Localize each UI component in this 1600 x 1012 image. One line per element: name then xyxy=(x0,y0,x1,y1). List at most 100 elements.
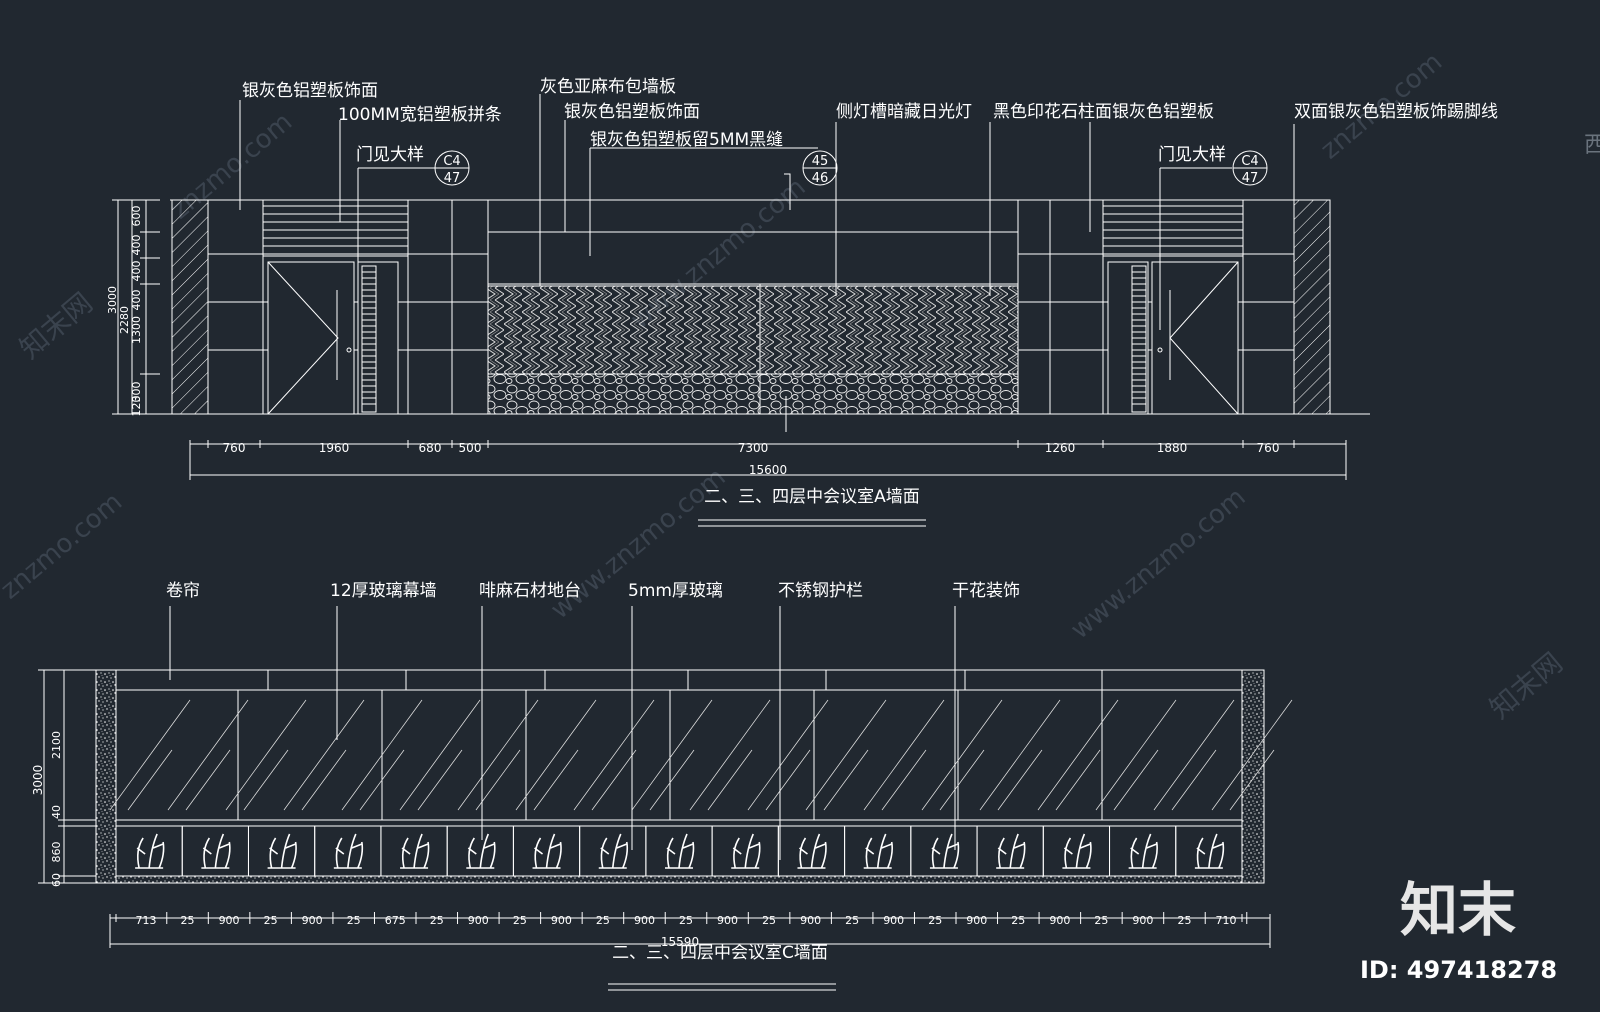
glass-reflection xyxy=(1113,749,1159,811)
label-steel-rail: 不锈钢护栏 xyxy=(778,581,863,601)
glass-reflection xyxy=(747,699,829,811)
wall-a-dim-label: 1960 xyxy=(319,441,350,455)
glass-reflection xyxy=(979,699,1061,811)
dried-flower xyxy=(929,833,960,869)
dried-flower xyxy=(201,833,231,869)
wall-c-dim-label: 25 xyxy=(264,914,278,927)
glass-reflection xyxy=(1055,749,1101,811)
glass-reflection xyxy=(765,749,811,811)
dried-flower xyxy=(333,833,364,869)
wall-c-dim-label: 675 xyxy=(385,914,406,927)
label-skirting: 双面银灰色铝塑板饰踢脚线 xyxy=(1294,102,1498,122)
wall-c-dim-label: 25 xyxy=(181,914,195,927)
glass-reflection xyxy=(649,749,695,811)
wall-c-dim-label: 25 xyxy=(430,914,444,927)
wall-c-dim-label: 713 xyxy=(136,914,157,927)
wall-a-dim-label: 500 xyxy=(459,441,482,455)
watermark-id: ID: 497418278 xyxy=(1360,956,1557,984)
dried-flower xyxy=(466,833,496,869)
wall-a-elevation xyxy=(112,94,1370,527)
wall-c-dim-label: 25 xyxy=(347,914,361,927)
wall-a-left-dim-label: 600 xyxy=(130,206,143,227)
glass-reflection xyxy=(1095,699,1177,811)
glass-reflection xyxy=(399,699,481,811)
wall-a-dim-label: 1880 xyxy=(1157,441,1188,455)
callout-door-right-top: C4 xyxy=(1241,154,1258,169)
watermark-partial: 西 xyxy=(1584,133,1600,158)
wall-c-left-dim-label: 60 xyxy=(50,873,63,887)
wall-a-title: 二、三、四层中会议室A墙面 xyxy=(704,487,920,507)
wall-a-left-dim-label: 120 xyxy=(130,396,143,417)
glass-reflection xyxy=(823,749,869,811)
watermark-site-3: www.znzmo.com xyxy=(1065,482,1251,645)
wall-c-dim-label: 710 xyxy=(1216,914,1237,927)
glass-reflection xyxy=(341,699,423,811)
dried-flower xyxy=(731,833,761,869)
glass-reflection xyxy=(921,699,1003,811)
label-silver-panel-face: 银灰色铝塑板饰面 xyxy=(242,81,378,101)
glass-reflection xyxy=(417,749,463,811)
dried-flower xyxy=(598,833,629,869)
glass-reflection xyxy=(1229,749,1275,811)
glass-reflection xyxy=(1211,699,1293,811)
wall-c-dim-label: 900 xyxy=(883,914,904,927)
label-door-detail-right: 门见大样 xyxy=(1158,145,1226,165)
dried-flower xyxy=(996,833,1026,869)
wall-a-dim-label: 760 xyxy=(223,441,246,455)
glass-reflection xyxy=(167,699,249,811)
wall-c-dim-label: 25 xyxy=(762,914,776,927)
callout-door-left-bottom: 47 xyxy=(444,171,461,186)
wall-c-dim-label: 900 xyxy=(468,914,489,927)
dried-flower xyxy=(1062,833,1092,869)
glass-panel-dividers xyxy=(237,690,1103,820)
wall-c-dim-label: 900 xyxy=(966,914,987,927)
wall-c-left-dim-label: 2100 xyxy=(50,731,63,759)
dried-flower xyxy=(797,833,827,869)
glass-reflection xyxy=(881,749,927,811)
glass-reflection xyxy=(515,699,597,811)
wall-a-dim-label: 680 xyxy=(419,441,442,455)
wall-a-left-outer-dim: 3000 xyxy=(106,286,119,314)
wall-a-left-dim-label: 400 xyxy=(130,290,143,311)
dried-flower xyxy=(135,833,165,869)
wall-c-dim-label: 900 xyxy=(1132,914,1153,927)
glass-reflection xyxy=(533,749,579,811)
wall-c-dim-label: 25 xyxy=(1011,914,1025,927)
glass-reflection xyxy=(689,699,771,811)
wall-c-left-dim-label: 860 xyxy=(50,842,63,863)
glass-reflection xyxy=(997,749,1043,811)
callout-center-top: 45 xyxy=(812,154,829,169)
wall-c-dim-label: 25 xyxy=(1177,914,1191,927)
wall-c-dim-label: 25 xyxy=(928,914,942,927)
glass-reflection xyxy=(573,699,655,811)
dried-flower xyxy=(1128,833,1158,869)
glass-reflection xyxy=(1171,749,1217,811)
label-black-marble-column: 黑色印花石柱面银灰色铝塑板 xyxy=(993,102,1214,122)
glass-reflection xyxy=(475,749,521,811)
wall-c-dim-label: 900 xyxy=(551,914,572,927)
label-glass-5mm: 5mm厚玻璃 xyxy=(628,581,723,601)
dried-flower-cells xyxy=(115,825,1243,877)
glass-reflection xyxy=(939,749,985,811)
glass-reflection xyxy=(1037,699,1119,811)
label-strip-100mm: 100MM宽铝塑板拼条 xyxy=(338,105,502,125)
label-linen-wrap: 灰色亚麻布包墙板 xyxy=(540,77,676,97)
glass-reflection-lines xyxy=(109,699,1293,811)
label-silver-panel-face-2: 银灰色铝塑板饰面 xyxy=(564,102,700,122)
glass-reflection xyxy=(301,749,347,811)
watermark-site-5: znzmo.com xyxy=(0,487,128,605)
dried-flower xyxy=(532,833,562,869)
glass-reflection xyxy=(283,699,365,811)
dried-flower xyxy=(1194,833,1225,869)
wall-c-dim-label: 25 xyxy=(513,914,527,927)
glass-reflection xyxy=(225,699,307,811)
label-blind: 卷帘 xyxy=(166,581,200,601)
wall-a-left-dim-label: 400 xyxy=(130,261,143,282)
glass-reflection xyxy=(863,699,945,811)
